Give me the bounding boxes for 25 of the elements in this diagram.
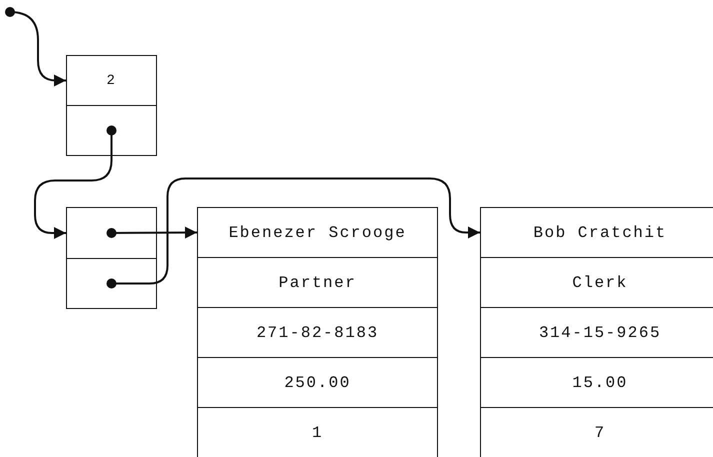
- record-field: [197, 307, 438, 358]
- field-value: 7: [594, 424, 606, 442]
- pointer-arrow: [106, 178, 480, 288]
- pointer-cell: [66, 105, 157, 156]
- record-field: [197, 257, 438, 308]
- record-field: [197, 207, 438, 258]
- pointer-cell: [66, 207, 157, 259]
- field-value: 2: [106, 72, 116, 88]
- record-field: [197, 407, 438, 457]
- pointer-cell: [66, 258, 157, 309]
- field-value: 314-15-9265: [538, 324, 662, 342]
- record-field: [197, 357, 438, 408]
- field-value: Bob Cratchit: [533, 224, 667, 242]
- field-value: 271-82-8183: [256, 324, 379, 342]
- field-value: 15.00: [572, 374, 628, 392]
- field-value: 1: [312, 424, 324, 442]
- field-value: Clerk: [572, 274, 628, 292]
- pointer-arrow: [106, 226, 197, 239]
- field-value: 250.00: [284, 374, 351, 392]
- field-value: Ebenezer Scrooge: [228, 224, 406, 242]
- record-field: [480, 207, 713, 258]
- field-value: Partner: [278, 274, 356, 292]
- record-field: [66, 55, 157, 106]
- pointer-arrow: [34, 126, 116, 239]
- pointer-arrow: [5, 7, 66, 86]
